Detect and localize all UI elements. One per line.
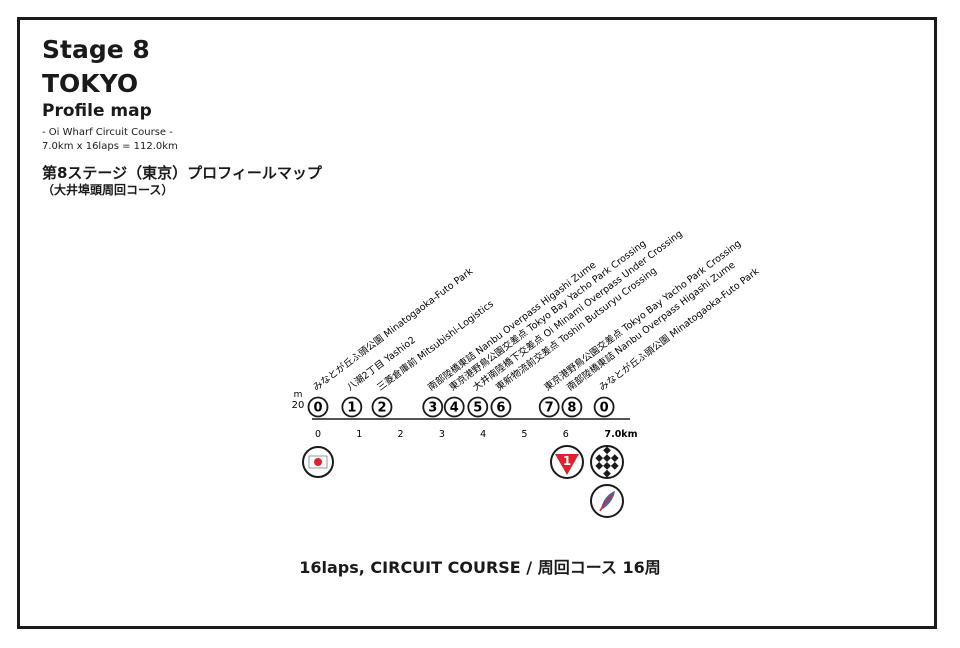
outer-frame [17, 17, 937, 629]
course-japanese: （大井埠頭周回コース） [42, 183, 174, 197]
stage-number: Stage 8 [42, 35, 150, 64]
distance-tick-label: 5 [521, 429, 527, 440]
japan-flag-icon [302, 446, 334, 478]
distance-tick-label: 0 [315, 429, 321, 440]
checkpoint-circle [593, 396, 615, 418]
distance-tick-label: 4 [480, 429, 486, 440]
checkered-flag-icon [590, 445, 624, 479]
distance-tick-label: 3 [439, 429, 445, 440]
course-summary: 16laps, CIRCUIT COURSE / 周回コース 16周 [299, 558, 661, 577]
stage-city: TOKYO [42, 69, 139, 98]
checkpoint-circle [561, 396, 583, 418]
checkpoint-number: 8 [567, 401, 576, 416]
y-unit-label: m [294, 390, 303, 400]
distance-tick-label: 2 [398, 429, 404, 440]
distance-tick-label: 1 [356, 429, 362, 440]
checkpoint-circle [307, 396, 329, 418]
last-lap-number: 1 [563, 454, 571, 468]
checkpoint-circle [490, 396, 512, 418]
checkpoint-number: 2 [377, 401, 386, 416]
last-lap-triangle-icon: 1 [550, 445, 584, 479]
checkpoint-number: 1 [347, 401, 356, 416]
course-name: - Oi Wharf Circuit Course - [42, 127, 173, 138]
checkpoint-number: 6 [496, 401, 505, 416]
checkpoint-circle [538, 396, 560, 418]
checkpoint-circle [371, 396, 393, 418]
checkpoint-circle [443, 396, 465, 418]
distance-tick-label: 7.0km [604, 429, 637, 440]
checkpoint-number: 0 [313, 401, 322, 416]
checkpoint-number: 3 [428, 401, 437, 416]
title-japanese: 第8ステージ（東京）プロフィールマップ [42, 164, 322, 182]
feather-emblem-icon [590, 484, 624, 518]
checkpoint-number: 0 [600, 401, 609, 416]
checkpoint-number: 5 [473, 401, 482, 416]
checkpoint-number: 4 [450, 401, 459, 416]
map-title: Profile map [42, 101, 152, 121]
checkpoint-circle [341, 396, 363, 418]
y-value-label: 20 [292, 400, 305, 411]
checkpoint-circle [467, 396, 489, 418]
checkpoint-circle [422, 396, 444, 418]
distance-tick-label: 6 [563, 429, 569, 440]
checkpoint-number: 7 [545, 401, 554, 416]
distance-formula: 7.0km x 16laps = 112.0km [42, 141, 178, 152]
